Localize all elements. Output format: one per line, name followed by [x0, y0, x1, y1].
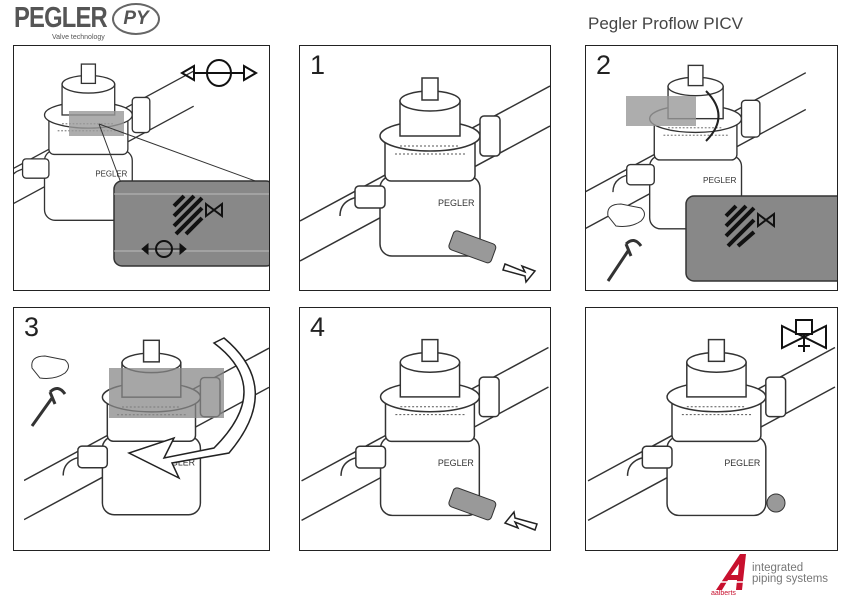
brand-name: PEGLER	[14, 2, 108, 34]
page-title: Pegler Proflow PICV	[588, 14, 743, 33]
hatch-indicator-icon	[172, 194, 204, 236]
tagline-line-2: piping systems	[752, 573, 829, 585]
step-number: 4	[310, 312, 326, 342]
step-number: 1	[310, 50, 326, 80]
panel-step-2: 2	[585, 45, 838, 291]
valve-illustration	[24, 337, 269, 521]
valve-illustration	[14, 59, 269, 267]
panel-step-4: 4	[299, 307, 551, 551]
flow-direction-icon	[141, 240, 187, 258]
valve-illustration	[586, 64, 837, 282]
company-name: aalberts	[711, 590, 736, 597]
panel-step-1: 1	[299, 45, 551, 291]
tagline-line-1: integrated	[752, 562, 804, 574]
arrow-in-icon	[503, 510, 538, 531]
valve-illustration	[587, 319, 836, 522]
step-number: 2	[596, 50, 612, 80]
valve-open-icon	[781, 319, 827, 352]
brand-tagline: Valve technology	[52, 34, 105, 41]
step-number: 3	[24, 312, 40, 342]
aalberts-a-mark	[716, 554, 748, 590]
wrench-icon	[606, 239, 643, 282]
panel-step-3: 3	[13, 307, 270, 551]
rotate-arrow-icon	[127, 337, 257, 480]
wrench-icon	[30, 387, 67, 427]
brand-mark: PY	[112, 3, 160, 35]
bidirectional-flow-icon	[180, 59, 258, 87]
hand-icon	[31, 355, 69, 379]
valve-illustration	[300, 338, 550, 531]
hand-icon	[607, 203, 645, 227]
panel-overview	[13, 45, 270, 291]
valve-illustration	[300, 77, 550, 284]
arrow-out-icon	[502, 263, 537, 284]
panel-complete	[585, 307, 838, 551]
